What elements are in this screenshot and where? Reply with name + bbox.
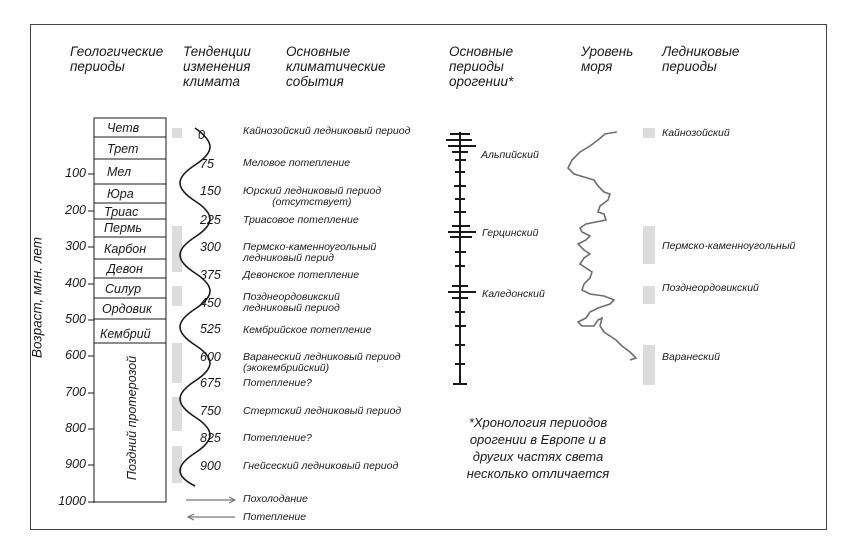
trend-number: 150 — [200, 184, 221, 198]
axis-tick-label: 1000 — [58, 494, 86, 508]
climate-event: Потепление? — [243, 432, 312, 444]
header-glacial-periods: Ледниковые периоды — [662, 44, 740, 74]
climate-event: Кайнозойский ледниковый период — [243, 125, 411, 137]
period-label: Силур — [105, 282, 142, 296]
period-label: Триас — [104, 205, 139, 219]
header-geological-periods: Геологические периоды — [70, 44, 164, 74]
period-label: Кембрий — [100, 327, 151, 341]
glacial-period-label: Кайнозойский — [662, 127, 730, 139]
trend-number: 0 — [198, 128, 205, 142]
legend-warming: Потепление — [243, 511, 307, 523]
period-label: Ордовик — [102, 302, 152, 316]
axis-tick-label: 800 — [65, 421, 86, 435]
axis-tick-label: 200 — [65, 203, 86, 217]
axis-tick-label: 600 — [65, 348, 86, 362]
climate-event: Позднеордовикский ледниковый период — [243, 291, 340, 314]
glacial-period-label: Пермско-каменноугольный — [662, 240, 796, 252]
header-orogeny-periods: Основные периоды орогении* — [449, 44, 514, 89]
period-label: Девон — [107, 262, 143, 276]
trend-number: 300 — [200, 240, 221, 254]
climate-event: Меловое потепление — [243, 157, 351, 169]
axis-tick-label: 300 — [65, 239, 86, 253]
orogeny-label: Альпийский — [481, 149, 539, 161]
period-column — [93, 117, 167, 503]
orogeny-label: Герцинский — [482, 227, 539, 239]
climate-event: Юрский ледниковый период (отсутствует) — [243, 185, 382, 208]
sea-level-curve — [567, 131, 638, 361]
climate-event: Кембрийское потепление — [243, 324, 372, 336]
trend-number: 900 — [200, 459, 221, 473]
cooling-arrowhead — [228, 496, 237, 504]
orogeny-column — [446, 132, 476, 385]
period-label: Пермь — [104, 221, 142, 235]
axis-tick-label: 700 — [65, 385, 86, 399]
glacial-period-label: Позднеордовикский — [662, 282, 759, 294]
period-label: Четв — [107, 121, 140, 135]
glacial-period-label: Варанеский — [662, 351, 720, 363]
age-axis-ticks — [88, 173, 94, 503]
trend-glacial-bars — [172, 128, 182, 483]
orogeny-footnote: *Хронология периодов орогении в Европе и… — [466, 415, 610, 481]
header-climate-events: Основные климатические события — [286, 44, 386, 89]
trend-number: 675 — [200, 376, 221, 390]
legend-cooling: Похолодание — [243, 493, 308, 505]
climate-event: Триасовое потепление — [243, 214, 359, 226]
trend-number: 600 — [200, 350, 221, 364]
age-axis-label: Возраст, млн. лет — [29, 237, 45, 359]
climate-event: Пермско-каменноугольный ледниковый перид — [243, 241, 377, 264]
climate-trend-curve — [179, 127, 211, 487]
proterozoic-label: Поздний протерозой — [125, 355, 139, 481]
orogeny-label: Каледонский — [482, 288, 545, 300]
header-sea-level: Уровень моря — [581, 44, 634, 74]
trend-number: 825 — [200, 431, 221, 445]
legend-arrows — [186, 496, 237, 521]
glacial-period-bars — [643, 128, 655, 385]
warming-arrowhead — [186, 513, 195, 521]
axis-tick-label: 400 — [65, 276, 86, 290]
period-label: Трет — [107, 142, 139, 156]
climate-event: Стертский ледниковый период — [243, 405, 402, 417]
trend-number: 450 — [200, 296, 221, 310]
header-climate-trends: Тенденции изменения климата — [183, 44, 251, 89]
climate-event: Варанеский ледниковый период (экокембрий… — [243, 351, 401, 374]
trend-number: 375 — [200, 268, 221, 282]
period-label: Карбон — [104, 242, 147, 256]
climate-event: Потепление? — [243, 377, 312, 389]
trend-number: 225 — [200, 213, 221, 227]
axis-tick-label: 500 — [65, 312, 86, 326]
trend-number: 525 — [200, 322, 221, 336]
climate-event: Гнейсеский ледниковый период — [243, 460, 399, 472]
climate-event: Девонское потепление — [243, 269, 360, 281]
axis-tick-label: 900 — [65, 457, 86, 471]
trend-number: 750 — [200, 404, 221, 418]
diagram-frame — [30, 24, 827, 530]
axis-tick-label: 100 — [65, 166, 86, 180]
period-label: Мел — [107, 165, 131, 179]
trend-number: 75 — [200, 157, 214, 171]
period-label: Юра — [107, 187, 134, 201]
